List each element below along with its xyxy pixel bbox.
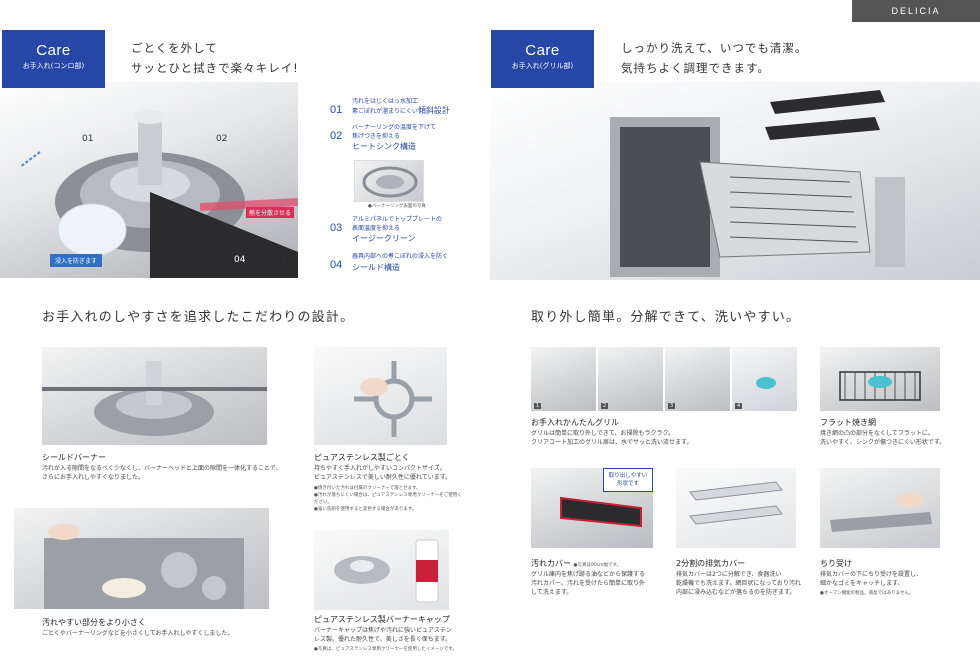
feature-num: 02 bbox=[330, 130, 343, 142]
headline-line: 気持ちよく調理できます。 bbox=[621, 61, 770, 75]
feature-item: 02 バーナーリングの温度を下げて 焦げつきを抑える ヒートシンク構造 bbox=[330, 124, 436, 151]
feature-text: アルミパネルでトッププレートの bbox=[352, 216, 442, 223]
step-number: 2 bbox=[601, 403, 609, 409]
item-body: 汚れが入る隙間をなるべく少なくし、バーナーヘッドと上面の隙間を一体化することで、… bbox=[42, 465, 282, 481]
grill-step-image: 3 bbox=[665, 347, 730, 411]
feature-item: 01 汚れをはじくはっ水加工 素ごぼれが溜まりにくい傾斜設計 bbox=[330, 98, 450, 117]
item-notes: ●オーブン機能の製品。液晶ではありません。 bbox=[820, 591, 914, 596]
item-title: シールドバーナー bbox=[42, 453, 106, 462]
item-title: 2分割の排気カバー bbox=[676, 559, 746, 568]
step-number: 4 bbox=[735, 403, 743, 409]
item-body: 排気カバーは2つに分解でき、食器洗い乾燥機でも洗えます。網目状になっており汚れ内… bbox=[676, 571, 801, 596]
left-headline: ごとくを外して サッとひと拭きで楽々キレイ! bbox=[131, 38, 299, 78]
stainless-trivet-image bbox=[314, 347, 447, 445]
item-body: 焼き網の凸の部分をなくしてフラットに。洗いやすく、シンクが傷つきにくい形状です。 bbox=[820, 430, 946, 446]
hero-label: 02 bbox=[216, 134, 228, 144]
care-badge-grill: Care お手入れ(グリル部) bbox=[491, 30, 594, 88]
feature-text: バーナーリングの温度を下げて bbox=[352, 124, 437, 131]
item-title: ピュアステンレス製バーナーキャップ bbox=[314, 615, 450, 624]
grill-hero-image bbox=[490, 82, 980, 280]
headline-line: サッとひと拭きで楽々キレイ! bbox=[131, 61, 299, 75]
feature-num: 04 bbox=[330, 259, 343, 271]
dust-tray-image bbox=[820, 468, 940, 548]
item-body: ごとくやバーナーリングなどを小さくしてお手入れしやすくしました。 bbox=[42, 630, 234, 637]
item-title: フラット焼き網 bbox=[820, 418, 876, 427]
feature-num: 01 bbox=[330, 104, 343, 116]
feature-item: 03 アルミパネルでトッププレートの 表面温度を抑える イージークリーン bbox=[330, 216, 442, 243]
step-number: 3 bbox=[668, 403, 676, 409]
brand-label: DELICIA bbox=[891, 6, 941, 16]
feature-highlight: ヒートシンク構造 bbox=[352, 142, 416, 151]
left-section-title: お手入れのしやすさを追求したこだわりの設計。 bbox=[42, 310, 355, 325]
feature-item: 04 器具内部への煮こぼれの浸入を防ぐ シールド構造 bbox=[330, 253, 448, 272]
grill-step-image: 2 bbox=[598, 347, 663, 411]
brand-tag: DELICIA bbox=[852, 0, 980, 22]
item-title: 汚れやすい部分をより小さく bbox=[42, 618, 146, 627]
grill-step-image: 1 bbox=[531, 347, 596, 411]
care-subtitle: お手入れ(グリル部) bbox=[511, 62, 574, 70]
item-notes: ●写真は、ピュアステンレス専用クリーナーを使用したイメージです。 bbox=[314, 647, 457, 652]
feature-highlight: イージークリーン bbox=[352, 234, 416, 243]
item-body: 排気カバーの下にちり受けを設置し、細かなゴミをキャッチします。 bbox=[820, 571, 923, 587]
item-body: バーナーキャップは焦げや汚れに強いピュアステンレス製。優れた耐久性で、美しさを長… bbox=[314, 627, 452, 643]
callout-bubble: 取り出しやすい形状です bbox=[603, 468, 653, 492]
item-body: 持ちやすく手入れがしやすいコンパクトサイズ。ピュアステンレスで美しい耐久性に優れ… bbox=[314, 465, 452, 481]
step-number: 1 bbox=[534, 403, 542, 409]
wipe-cooktop-image bbox=[14, 508, 269, 609]
item-body: グリル庫内を焦げ跡る油などから保護する汚れカバー。汚れを受けたら簡単に取り外して… bbox=[531, 571, 646, 596]
hero-label: 01 bbox=[82, 134, 94, 144]
item-notes: ●焼き付いた汚れは付属のクリーナーで落とせます。●汚れが落ちにくい場合は、ピュア… bbox=[314, 486, 462, 512]
feature-text: 汚れをはじくはっ水加工 bbox=[352, 98, 419, 105]
prevent-badge: 浸入を防ぎます bbox=[50, 254, 103, 267]
feature-highlight: 傾斜設計 bbox=[417, 105, 450, 115]
care-subtitle: お手入れ(コンロ部) bbox=[22, 62, 85, 70]
heatsink-note: ●バーナーリング表面の写真 bbox=[368, 204, 426, 209]
heatsink-image bbox=[354, 160, 424, 202]
heat-arrow-label: 熱を分散させる bbox=[246, 207, 295, 218]
feature-text: 器具内部への煮こぼれの浸入を防ぐ bbox=[352, 253, 449, 260]
item-title: ちり受け bbox=[820, 559, 852, 568]
burner-illustration bbox=[19, 110, 298, 278]
care-badge-stove: Care お手入れ(コンロ部) bbox=[2, 30, 105, 88]
feature-text: 焦げつきを抑える bbox=[352, 132, 400, 140]
hero-label: 04 bbox=[234, 255, 246, 265]
item-title: 汚れカバー ●写真は90cm幅です。 bbox=[531, 559, 622, 568]
headline-line: ごとくを外して bbox=[131, 41, 218, 55]
flat-grill-image bbox=[820, 347, 940, 411]
item-body: グリルは簡単に取り外しできて、お掃除もラクラク。クリアコート加工のグリル扉は、水… bbox=[531, 430, 693, 446]
feature-num: 03 bbox=[330, 222, 343, 234]
headline-line: しっかり洗えて、いつでも清潔。 bbox=[621, 41, 808, 55]
grill-step-image: 4 bbox=[732, 347, 797, 411]
item-title: お手入れかんたんグリル bbox=[531, 418, 619, 427]
right-section-title: 取り外し簡単。分解できて、洗いやすい。 bbox=[531, 310, 801, 325]
burner-cap-image bbox=[314, 530, 449, 610]
exhaust-cover-image bbox=[676, 468, 796, 548]
right-headline: しっかり洗えて、いつでも清潔。 気持ちよく調理できます。 bbox=[621, 38, 807, 78]
item-title: ピュアステンレス製ごとく bbox=[314, 453, 410, 462]
hero-label: 03 bbox=[274, 255, 286, 265]
stove-burner-hero-image bbox=[0, 82, 298, 278]
feature-highlight: シールド構造 bbox=[352, 262, 400, 272]
feature-text: 素ごぼれが溜まりにくい傾斜設計 bbox=[352, 105, 450, 115]
care-title: Care bbox=[525, 42, 560, 59]
shield-burner-image bbox=[42, 347, 267, 445]
item-title-note: ●写真は90cm幅です。 bbox=[573, 563, 622, 568]
care-title: Care bbox=[36, 42, 71, 59]
feature-text: 表面温度を抑える bbox=[352, 224, 400, 232]
